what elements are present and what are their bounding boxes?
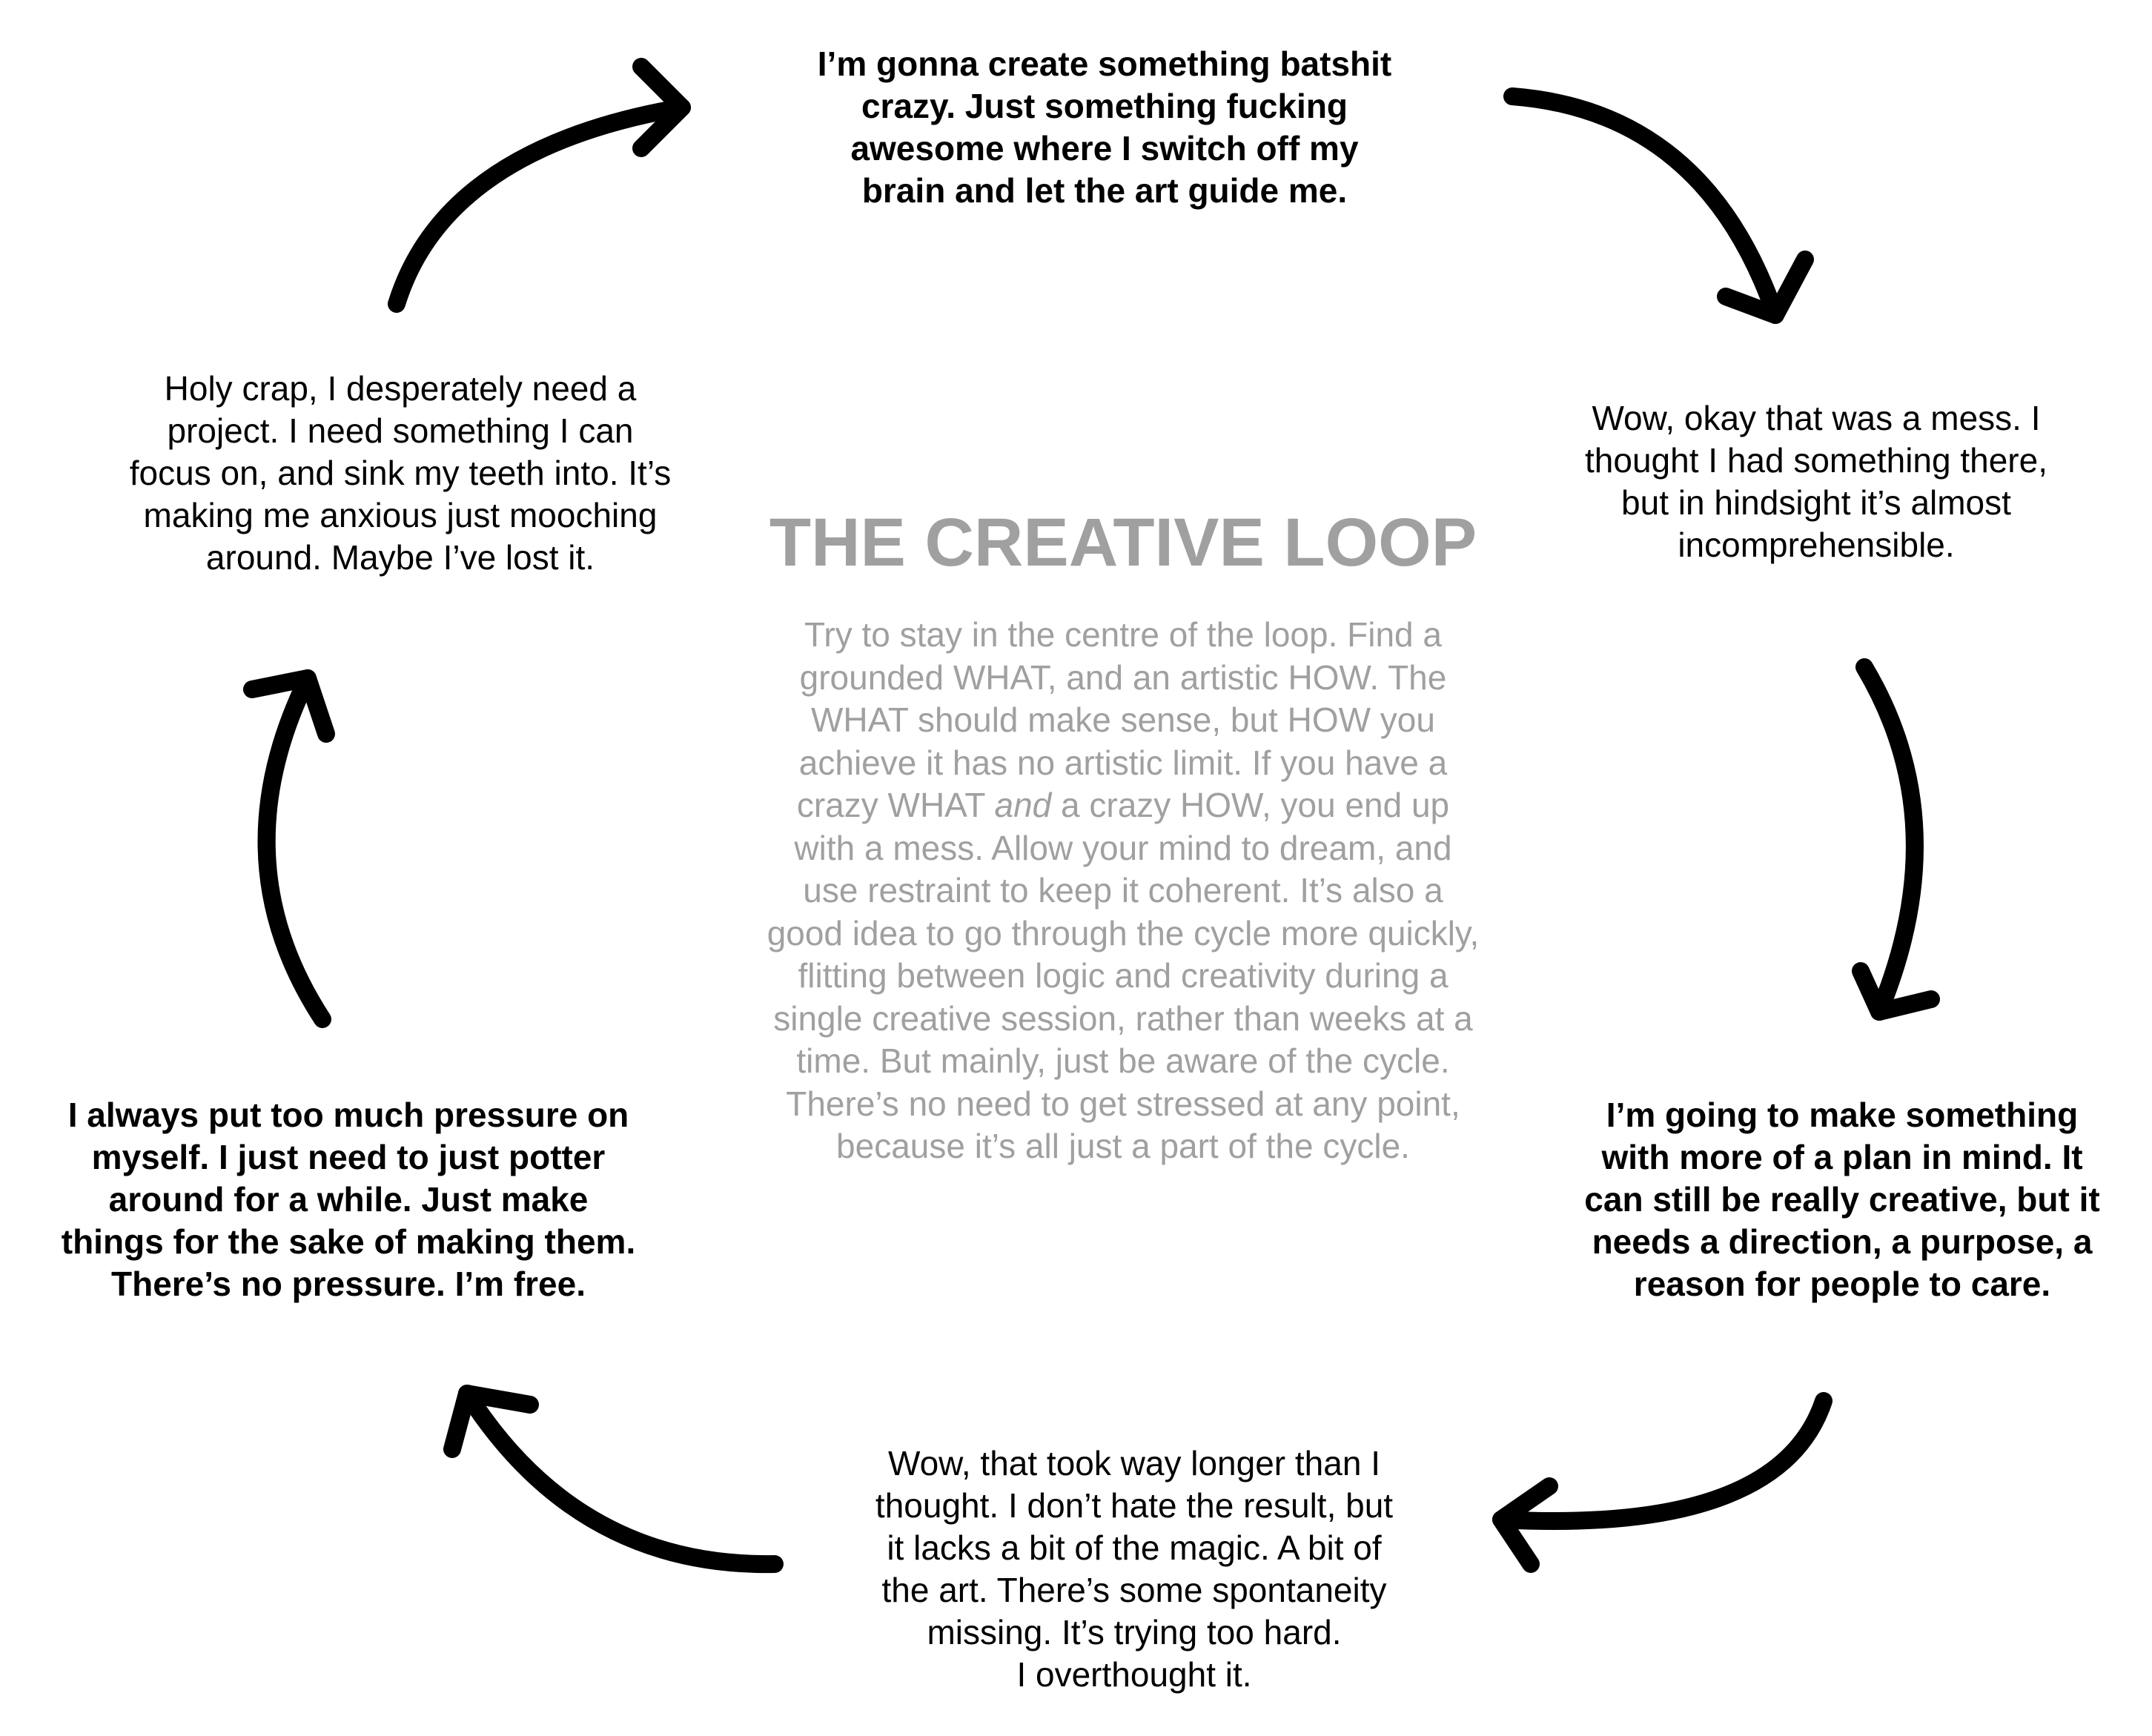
center-explanation: Try to stay in the centre of the loop. F… <box>734 614 1512 1168</box>
center-line: flitting between logic and creativity du… <box>734 955 1512 998</box>
stage-line: making me anxious just mooching <box>143 496 658 534</box>
center-line: time. But mainly, just be aware of the c… <box>734 1040 1512 1083</box>
stage-line: but in hindsight it’s almost <box>1621 483 2011 522</box>
stage-line: things for the sake of making them. <box>61 1222 636 1261</box>
stage-line: project. I need something I can <box>167 411 634 450</box>
arrow-right-down <box>1852 658 1940 1021</box>
center-line-text: time. But mainly, just be aware of the c… <box>796 1041 1450 1080</box>
stage-line: I always put too much pressure on <box>67 1096 629 1134</box>
center-line-text: good idea to go through the cycle more q… <box>767 913 1480 953</box>
stage-line: thought I had something there, <box>1585 441 2047 480</box>
stage-line: around. Maybe I’ve lost it. <box>205 538 595 577</box>
stage-line: awesome where I switch off my <box>850 129 1359 168</box>
stage-line: Holy crap, I desperately need a <box>164 369 637 408</box>
stage-bottom-text: Wow, that took way longer than I thought… <box>830 1442 1438 1696</box>
center-line: achieve it has no artistic limit. If you… <box>734 742 1512 785</box>
center-line-text: WHAT should make sense, but HOW you <box>811 700 1435 739</box>
stage-line: focus on, and sink my teeth into. It’s <box>129 454 672 492</box>
stage-line: missing. It’s trying too hard. <box>927 1613 1342 1651</box>
center-line: Try to stay in the centre of the loop. F… <box>734 614 1512 657</box>
center-line-emphasis: and <box>994 786 1052 824</box>
stage-line: I’m gonna create something batshit <box>817 44 1392 83</box>
stage-line: Wow, okay that was a mess. I <box>1592 399 2041 437</box>
stage-line: brain and let the art guide me. <box>861 171 1348 210</box>
center-line: There’s no need to get stressed at any p… <box>734 1083 1512 1126</box>
center-line: WHAT should make sense, but HOW you <box>734 699 1512 742</box>
stage-line: the art. There’s some spontaneity <box>881 1571 1387 1609</box>
center-line: single creative session, rather than wee… <box>734 998 1512 1041</box>
center-line: with a mess. Allow your mind to dream, a… <box>734 827 1512 870</box>
arrow-left-up <box>243 669 335 1028</box>
center-line-text: achieve it has no artistic limit. If you… <box>798 743 1448 782</box>
stage-right-lower-text: I’m going to make something with more of… <box>1549 1094 2135 1305</box>
stage-line: reason for people to care. <box>1633 1265 2051 1303</box>
stage-line: Wow, that took way longer than I <box>888 1444 1380 1482</box>
center-line: because it’s all just a part of the cycl… <box>734 1125 1512 1168</box>
stage-line: thought. I don’t hate the result, but <box>875 1486 1394 1525</box>
center-line-text: a crazy HOW, you end up <box>1051 786 1450 824</box>
center-line-text: grounded WHAT, and an artistic HOW. The <box>799 657 1447 697</box>
stage-line: incomprehensible. <box>1678 526 1955 564</box>
center-line-text: use restraint to keep it coherent. It’s … <box>803 871 1443 910</box>
stage-right-upper-text: Wow, okay that was a mess. I thought I h… <box>1542 397 2090 566</box>
center-line: good idea to go through the cycle more q… <box>734 912 1512 955</box>
stage-top-text: I’m gonna create something batshit crazy… <box>771 43 1438 212</box>
stage-line: I overthought it. <box>1016 1655 1252 1694</box>
center-line: crazy WHAT and a crazy HOW, you end up <box>734 784 1512 827</box>
center-line-text: There’s no need to get stressed at any p… <box>786 1084 1460 1123</box>
stage-left-lower-text: I always put too much pressure on myself… <box>30 1094 667 1305</box>
center-line-text: because it’s all just a part of the cycl… <box>836 1127 1410 1165</box>
diagram-title: THE CREATIVE LOOP <box>769 505 1477 580</box>
arrow-left-to-top <box>388 58 691 313</box>
arrow-top-to-right <box>1503 87 1814 324</box>
stage-line: There’s no pressure. I’m free. <box>111 1265 586 1303</box>
arrow-bottom-to-left <box>443 1385 784 1574</box>
stage-line: needs a direction, a purpose, a <box>1592 1222 2093 1261</box>
stage-line: myself. I just need to just potter <box>91 1138 606 1176</box>
center-line: use restraint to keep it coherent. It’s … <box>734 869 1512 912</box>
stage-line: with more of a plan in mind. It <box>1601 1138 2083 1176</box>
center-line-text: flitting between logic and creativity du… <box>798 956 1449 995</box>
center-line: grounded WHAT, and an artistic HOW. The <box>734 657 1512 700</box>
stage-line: I’m going to make something <box>1606 1096 2079 1134</box>
center-line-text: with a mess. Allow your mind to dream, a… <box>794 828 1452 867</box>
stage-line: around for a while. Just make <box>108 1180 589 1219</box>
stage-line: can still be really creative, but it <box>1584 1180 2100 1219</box>
stage-line: it lacks a bit of the magic. A bit of <box>887 1528 1382 1567</box>
center-line-text: single creative session, rather than wee… <box>773 998 1473 1038</box>
stage-line: crazy. Just something fucking <box>861 87 1348 125</box>
arrow-right-to-bottom <box>1492 1392 1832 1573</box>
stage-left-upper-text: Holy crap, I desperately need a project.… <box>96 368 704 579</box>
center-line-text: crazy WHAT <box>796 786 995 824</box>
center-line-text: Try to stay in the centre of the loop. F… <box>804 615 1442 654</box>
